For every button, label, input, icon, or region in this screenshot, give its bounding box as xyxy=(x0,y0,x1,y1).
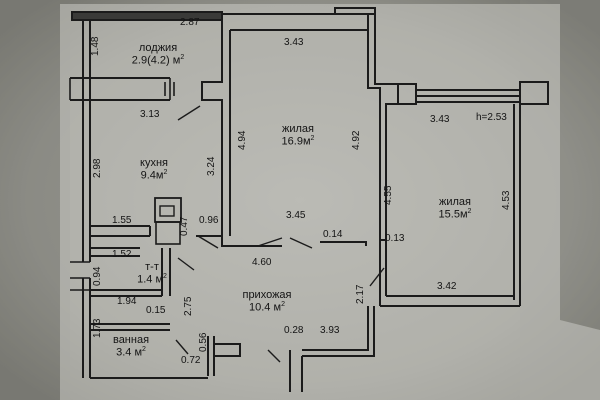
dimension-stub-047: 0.47 xyxy=(179,216,190,236)
room-label-loggia: лоджия 2.9(4.2) м2 xyxy=(132,43,184,67)
wall-bath-left xyxy=(161,248,171,296)
window-right-room xyxy=(416,89,520,103)
dimension-stub-014: 0.14 xyxy=(323,229,343,240)
room-area: 3.4 м2 xyxy=(116,346,146,359)
room-label-kitchen: кухня 9.4м2 xyxy=(140,158,168,182)
wall-center-right xyxy=(367,14,381,240)
dimension-kitchen-side: 2.98 xyxy=(92,158,103,178)
door-center-left xyxy=(197,235,219,249)
dimension-living-right-bottom: 3.42 xyxy=(437,281,457,292)
wall-corridor xyxy=(196,235,236,247)
wall-toilet-bottom xyxy=(90,289,162,297)
dimension-bath-top: 1.94 xyxy=(117,296,137,307)
room-name: ванная xyxy=(112,334,150,346)
dimension-hall-bottom: 3.93 xyxy=(320,325,340,336)
room-name: кухня xyxy=(140,157,168,169)
dimension-living-center-bottom: 3.45 xyxy=(286,210,306,221)
room-label-hallway: прихожая 10.4 м2 xyxy=(242,290,291,314)
door-right-room xyxy=(369,267,385,287)
door-kitchen xyxy=(177,105,201,121)
dimension-door-096: 0.96 xyxy=(199,215,219,226)
door-entrance xyxy=(267,349,281,363)
wall-toilet-top xyxy=(90,247,140,257)
dimension-bath-inner: 0.15 xyxy=(146,305,166,316)
room-label-bathroom: ванная 3.4 м2 xyxy=(113,335,149,359)
room-label-toilet: т-т 1.4 м2 xyxy=(137,262,167,286)
room-name: прихожая xyxy=(242,289,292,301)
dimension-hall-side: 2.75 xyxy=(183,296,194,316)
wall-loggia-bottom xyxy=(70,77,170,101)
room-area: 16.9м2 xyxy=(281,135,315,148)
door-toilet xyxy=(177,257,195,271)
door-center-right2 xyxy=(289,237,313,249)
dimension-toilet-side: 0.94 xyxy=(92,266,103,286)
door-center-right xyxy=(257,237,283,247)
wall-right-outer xyxy=(513,104,521,306)
room-label-living-right: жилая 15.5м2 xyxy=(439,197,472,221)
dimension-living-center-right: 4.92 xyxy=(351,130,362,150)
dimension-living-center-left: 4.94 xyxy=(237,130,248,150)
dimension-bath-072: 0.72 xyxy=(181,355,201,366)
room-area: 10.4 м2 xyxy=(249,301,285,314)
room-label-living-center: жилая 16.9м2 xyxy=(282,124,315,148)
dimension-bath-056: 0.56 xyxy=(198,332,209,352)
dimension-bath-side: 1.73 xyxy=(92,318,103,338)
wall-bath-top xyxy=(90,323,170,331)
dimension-hall-right: 2.17 xyxy=(355,284,366,304)
wall-right-room-top xyxy=(398,81,549,105)
dimension-loggia-side: 1.48 xyxy=(90,36,101,56)
dimension-hall-028: 0.28 xyxy=(284,325,304,336)
room-name: т-т xyxy=(145,261,159,273)
ceiling-height: h=2.53 xyxy=(476,112,507,123)
room-name: жилая xyxy=(281,123,314,135)
room-name: лоджия xyxy=(138,42,178,54)
dimension-living-right-top: 3.43 xyxy=(430,114,450,125)
door-toilet-left xyxy=(70,261,90,279)
wall-hall-bottom xyxy=(302,306,375,357)
dimension-living-right-right: 4.53 xyxy=(501,190,512,210)
room-name: жилая xyxy=(438,196,471,208)
dimension-living-right-left: 4.55 xyxy=(383,185,394,205)
dimension-corridor-460: 4.60 xyxy=(252,257,272,268)
wall-right-bottom xyxy=(380,295,520,307)
room-area: 15.5м2 xyxy=(438,208,472,221)
dimension-kitchen-bottom: 1.55 xyxy=(112,215,132,226)
wall-loggia-top xyxy=(71,11,223,21)
wall-center-top xyxy=(221,7,376,20)
dimension-living-center-top: 3.43 xyxy=(284,37,304,48)
door-bath xyxy=(175,339,189,355)
dimension-toilet-top: 1.52 xyxy=(112,249,132,260)
wall-kitchen-bottom xyxy=(90,225,150,237)
dimension-stub-013: 0.13 xyxy=(385,233,405,244)
room-area: 9.4м2 xyxy=(140,169,168,182)
dimension-kitchen-inner: 3.24 xyxy=(206,156,217,176)
room-area: 2.9(4.2) м2 xyxy=(131,54,185,67)
wall-outer-left-lower xyxy=(82,278,91,378)
dimension-loggia-top: 2.87 xyxy=(180,17,200,28)
room-area: 1.4 м2 xyxy=(137,273,167,286)
dimension-kitchen-top: 3.13 xyxy=(140,109,160,120)
wall-center-left xyxy=(201,20,223,236)
